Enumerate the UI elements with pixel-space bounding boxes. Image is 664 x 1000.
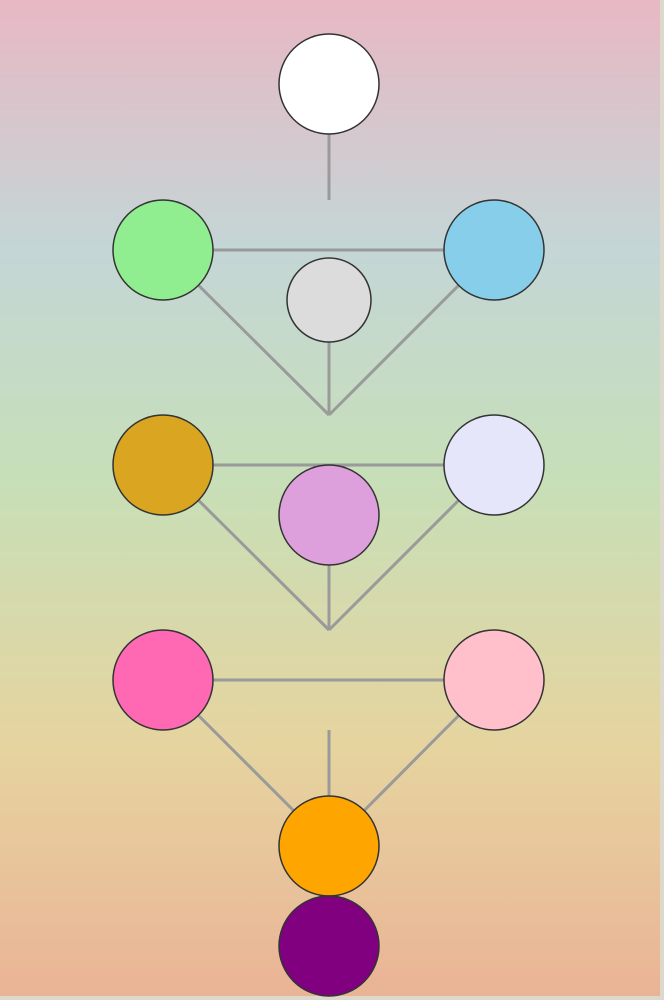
node-lower-left[interactable]	[112, 629, 214, 731]
node-upper-left[interactable]	[112, 199, 214, 301]
node-middle-right[interactable]	[443, 414, 545, 516]
nodes	[112, 33, 545, 997]
node-bottom[interactable]	[278, 895, 380, 997]
node-lower-center[interactable]	[278, 795, 380, 897]
node-middle-center[interactable]	[278, 464, 380, 566]
node-upper-right[interactable]	[443, 199, 545, 301]
node-upper-center[interactable]	[286, 257, 372, 343]
node-middle-left[interactable]	[112, 414, 214, 516]
node-lower-right[interactable]	[443, 629, 545, 731]
node-top[interactable]	[278, 33, 380, 135]
